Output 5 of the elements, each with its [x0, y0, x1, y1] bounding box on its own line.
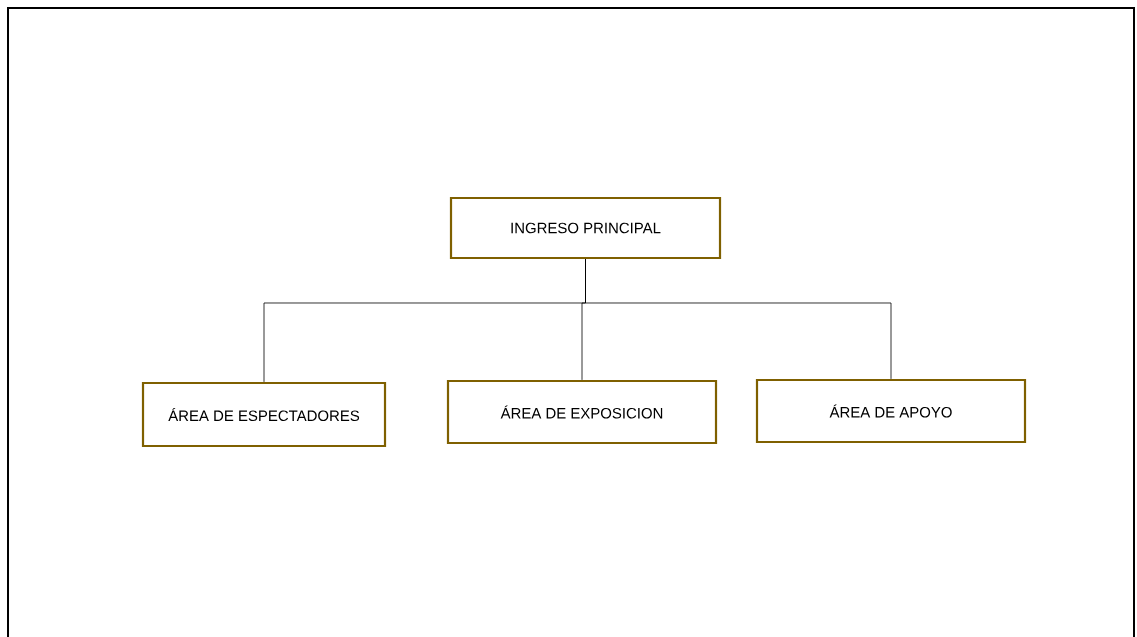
connector-line: [585, 258, 892, 380]
process-box: INGRESO PRINCIPAL: [449, 196, 722, 260]
process-box: ÁREA DE EXPOSICION: [446, 379, 718, 445]
process-box: ÁREA DE APOYO: [755, 378, 1027, 444]
process-box: ÁREA DE ESPECTADORES: [141, 381, 387, 448]
